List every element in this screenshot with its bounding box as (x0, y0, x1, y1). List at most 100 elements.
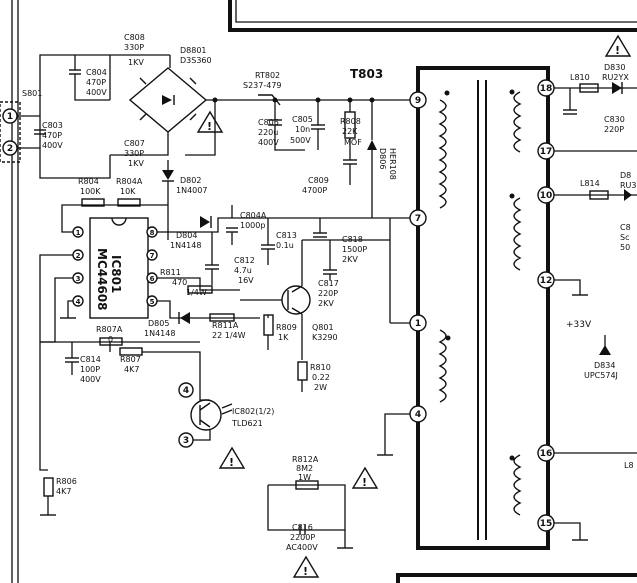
label-r808-val: 22K (342, 127, 358, 136)
warning-icon: ! (292, 555, 320, 578)
label-r811a: R811A (212, 321, 239, 330)
label-q801: Q801 (312, 323, 334, 332)
opto-part: TLD621 (231, 419, 263, 428)
label-c818-v: 2KV (342, 255, 358, 264)
warning-icon: ! (351, 466, 379, 489)
ic-pin-3: 3 (76, 275, 81, 283)
label-c809-val: 4700P (302, 186, 327, 195)
label-c818-val: 1500P (342, 245, 367, 254)
label-r812a-val: 8M2 (296, 464, 313, 473)
label-l8: L8 (624, 461, 634, 470)
pin-17: 17 (540, 147, 553, 157)
ic-pin-4: 4 (76, 298, 81, 306)
svg-text:!: ! (303, 565, 308, 578)
pin-12: 12 (540, 276, 553, 286)
opto-ref: IC802(1/2) (232, 407, 274, 416)
label-r807: R807 (120, 355, 141, 364)
label-c807-v: 1KV (128, 159, 144, 168)
ic-pin-2: 2 (76, 252, 81, 260)
label-r811: R811 (160, 268, 181, 277)
label-d834: D834 (594, 361, 615, 370)
label-c804a: C804A (240, 211, 267, 220)
label-c814: C814 (80, 355, 101, 364)
ic801-part: MC44608 (95, 248, 109, 311)
label-c803: C803 (42, 121, 63, 130)
warning-icon: ! (218, 446, 246, 469)
label-c816-v: AC400V (286, 543, 318, 552)
label-c806-v: 400V (258, 138, 279, 147)
warning-icon: ! (196, 110, 224, 133)
label-rt802: RT802 (255, 71, 280, 80)
label-r804a-val: 10K (120, 187, 136, 196)
svg-text:!: ! (615, 44, 620, 57)
label-d804-part: 1N4148 (170, 241, 201, 250)
label-r812a-w: 1W (298, 473, 311, 482)
opto-pin-4: 4 (183, 386, 189, 396)
svg-text:!: ! (229, 456, 234, 469)
label-rt802-part: S237-479 (243, 81, 282, 90)
ic-pin-5: 5 (150, 298, 155, 306)
label-c805-v: 500V (290, 136, 311, 145)
label-r810-w: 2W (314, 383, 327, 392)
label-c814-val: 100P (80, 365, 100, 374)
label-c817-val: 220P (318, 289, 338, 298)
y-capacitor (267, 480, 353, 549)
label-r809-val: 1K (278, 333, 289, 342)
s801-label: S801 (22, 89, 42, 98)
driver-area (168, 205, 410, 456)
optocoupler-ic802: 4 3 IC802(1/2) TLD621 (39, 382, 274, 516)
labels: C808 330P 1KV D8801 D3S360 RT802 S237-47… (42, 33, 637, 552)
label-r810-val: 0.22 (312, 373, 330, 382)
pin-7: 7 (415, 214, 421, 224)
label-c807-val: 330P (124, 149, 144, 158)
label-r806-val: 4K7 (56, 487, 71, 496)
label-c803-val: 470P (42, 131, 62, 140)
ic-pin-6: 6 (150, 275, 155, 283)
label-r807a-val: 0 (108, 335, 113, 344)
label-c803-v: 400V (42, 141, 63, 150)
label-c817: C817 (318, 279, 339, 288)
opto-pin-3: 3 (183, 436, 189, 446)
label-c813: C813 (276, 231, 297, 240)
label-c817-v: 2KV (318, 299, 334, 308)
pin-4: 4 (415, 410, 421, 420)
label-c812: C812 (234, 256, 255, 265)
ic801: IC801 MC44608 1 2 3 4 8 7 6 5 (39, 198, 260, 420)
label-d8xx: D8 (620, 171, 631, 180)
label-d834-part: UPC574J (584, 371, 618, 380)
label-d801: D8801 (180, 46, 207, 55)
label-c809: C809 (308, 176, 329, 185)
label-c8xx-v: 50 (620, 243, 630, 252)
label-r810: R810 (310, 363, 331, 372)
label-plus33v: +33V (566, 320, 592, 330)
s801-pin-1: 1 (7, 112, 13, 122)
label-c814-v: 400V (80, 375, 101, 384)
label-l810: L810 (570, 73, 590, 82)
pin-15: 15 (540, 519, 553, 529)
label-c805: C805 (292, 115, 313, 124)
label-d802-part: 1N4007 (176, 186, 207, 195)
transformer-t803: T803 9 7 1 4 18 17 10 12 16 15 (350, 66, 555, 550)
label-r804-val: 100K (80, 187, 101, 196)
label-d804: D804 (176, 231, 197, 240)
label-c812-val: 4.7u (234, 266, 252, 275)
frame (11, 0, 637, 583)
label-d805-part: 1N4148 (144, 329, 175, 338)
pin-9: 9 (415, 96, 421, 106)
label-r807-val: 4K7 (124, 365, 139, 374)
label-d830: D830 (604, 63, 625, 72)
label-c830-val: 220P (604, 125, 624, 134)
connector-s801: S801 1 2 (0, 89, 42, 163)
pin-16: 16 (540, 449, 553, 459)
label-r806: R806 (56, 477, 77, 486)
label-c816-val: 2200P (290, 533, 315, 542)
label-c804: C804 (86, 68, 107, 77)
label-r812a: R812A (292, 455, 319, 464)
label-r811a-val: 22 1/4W (212, 331, 246, 340)
label-c805-val: 10n (295, 125, 310, 134)
label-d830-part: RU2YX (602, 73, 629, 82)
transformer-ref: T803 (350, 67, 383, 81)
label-r808-type: MOF (344, 138, 362, 147)
label-d805: D805 (148, 319, 169, 328)
